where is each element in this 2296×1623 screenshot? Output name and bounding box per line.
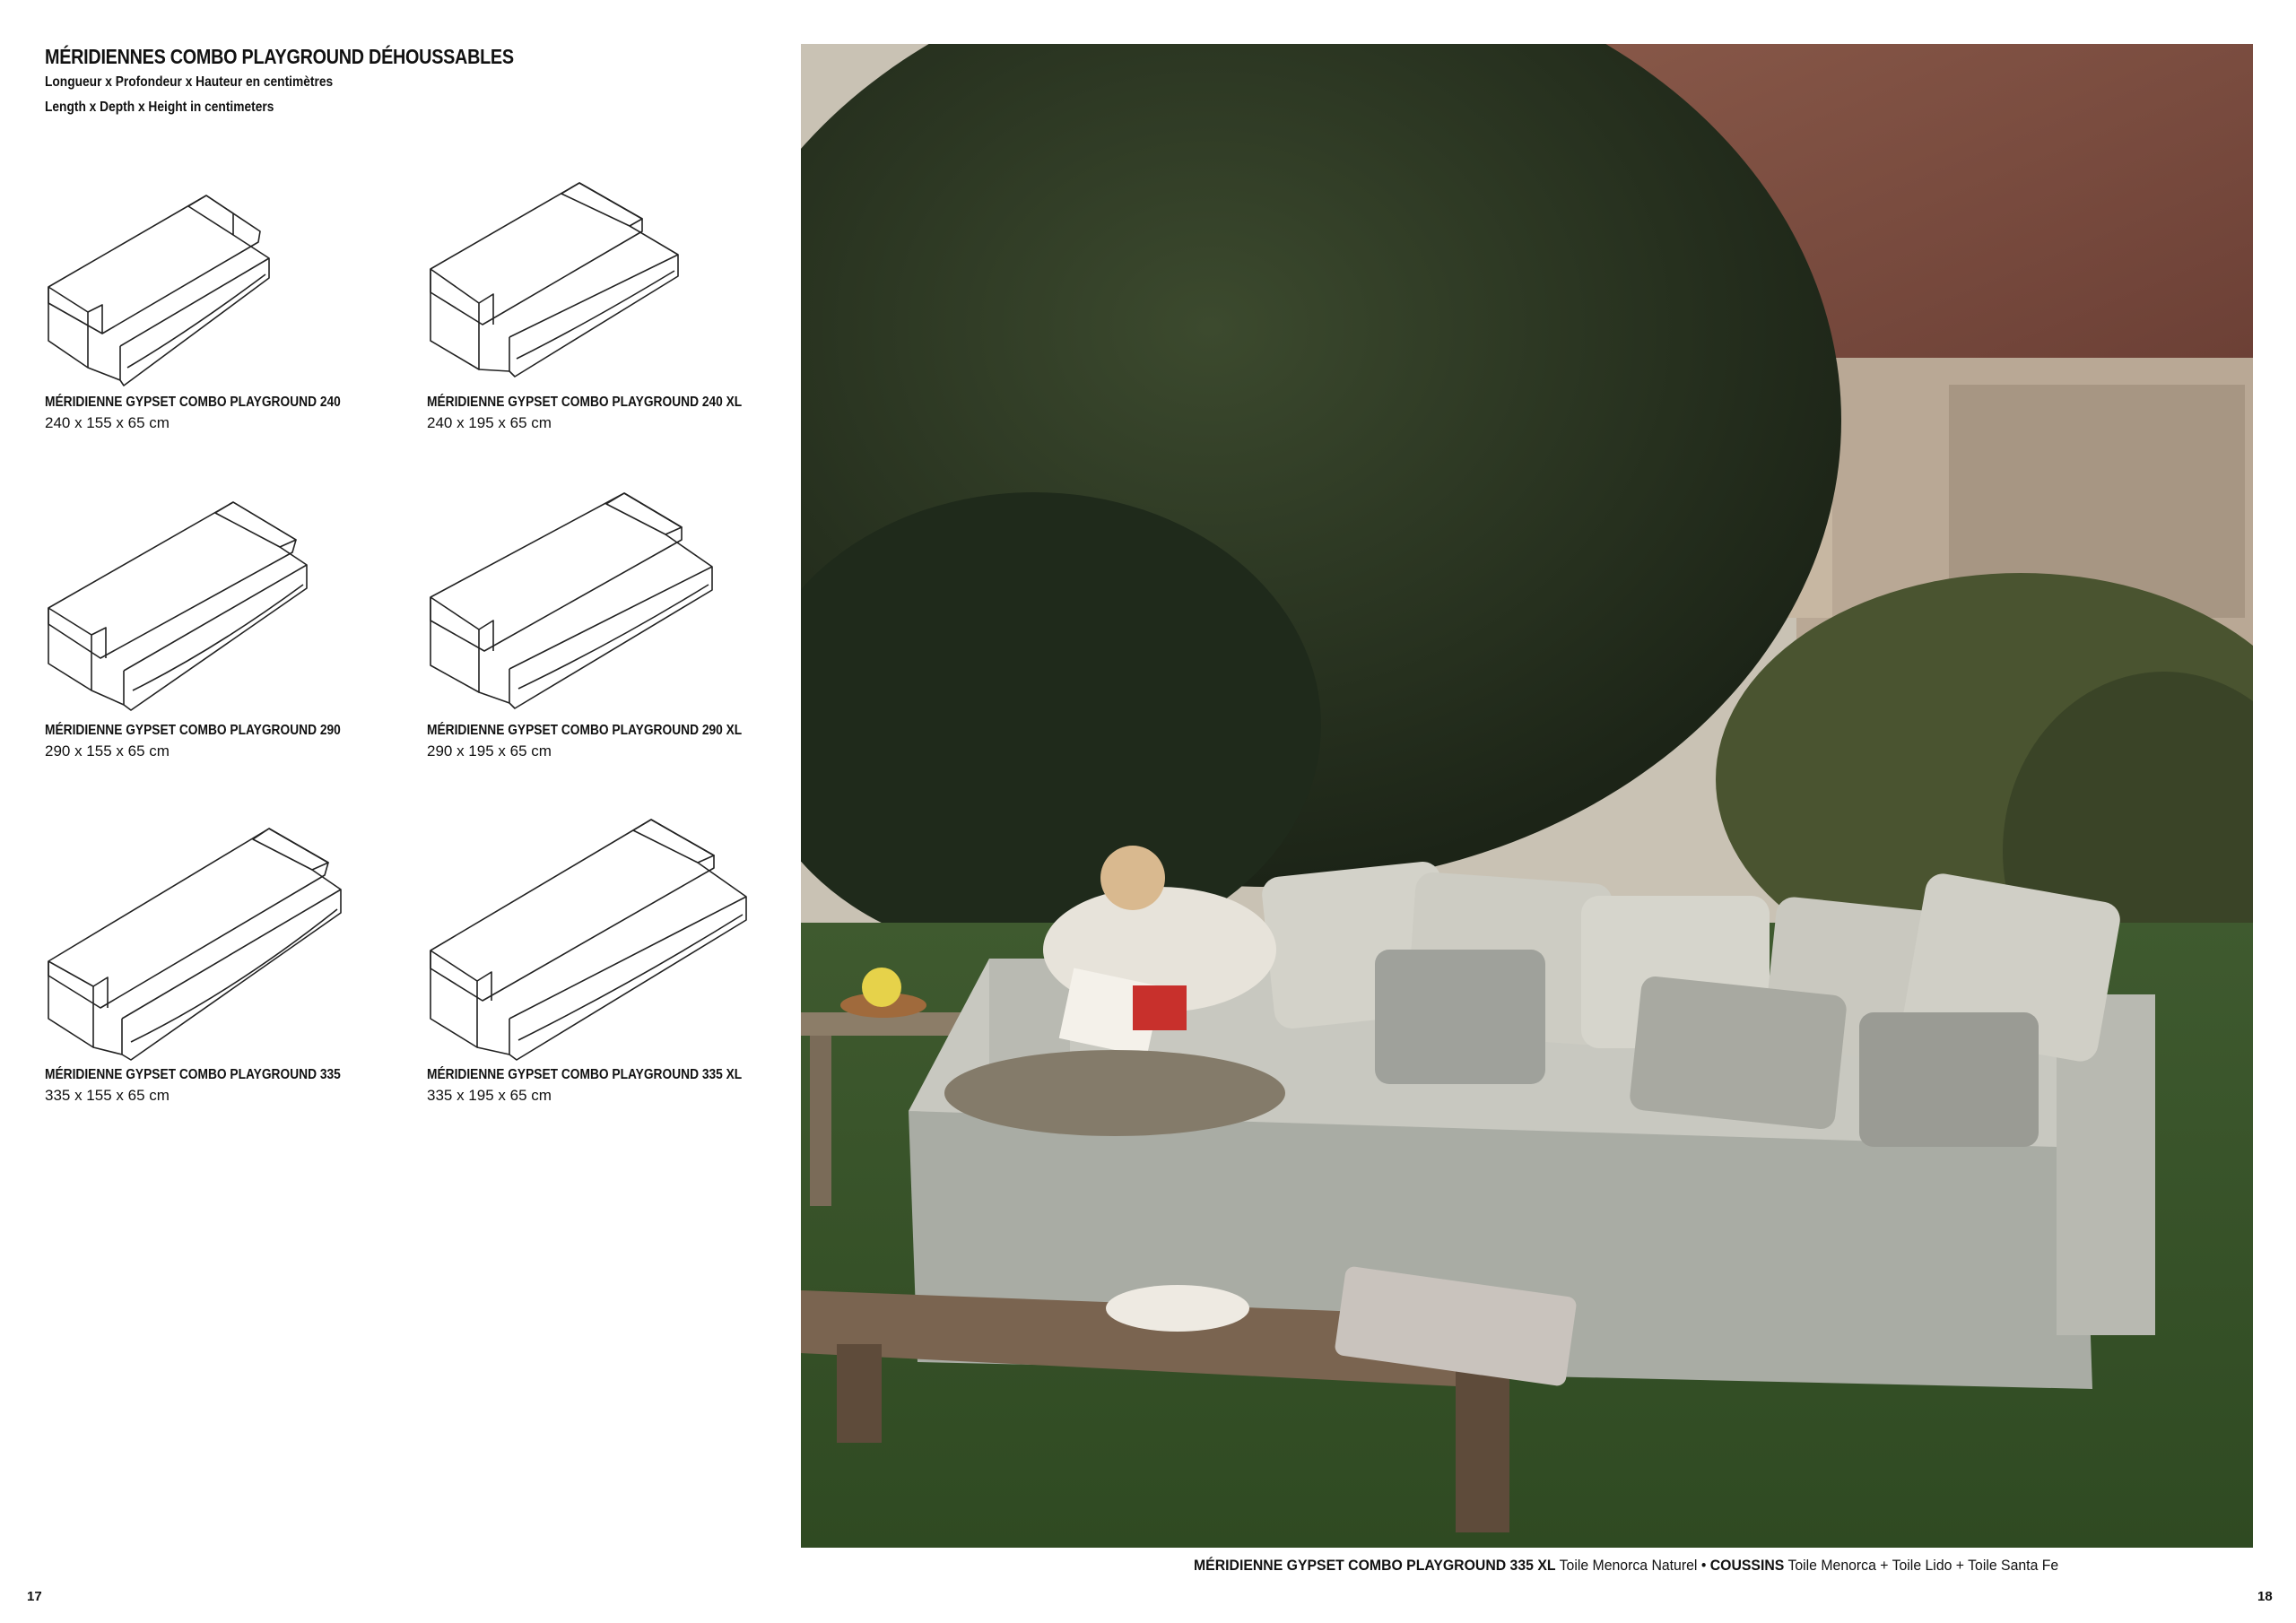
page-number-left: 17 xyxy=(27,1589,42,1604)
caption-bullet: • xyxy=(1700,1557,1707,1574)
page-number-right: 18 xyxy=(2257,1589,2273,1604)
product-dimensions: 240 x 155 x 65 cm xyxy=(45,414,170,431)
product-name: MÉRIDIENNE GYPSET COMBO PLAYGROUND 335 X… xyxy=(427,1067,743,1082)
product-dimensions: 335 x 195 x 65 cm xyxy=(427,1087,552,1104)
caption-cushions-label: COUSSINS xyxy=(1709,1557,1785,1574)
sofa-line-drawing xyxy=(48,195,270,386)
catalog-heading: MÉRIDIENNES COMBO PLAYGROUND DÉHOUSSABLE… xyxy=(45,45,590,116)
caption-fabric: Toile Menorca Naturel xyxy=(1559,1557,1698,1574)
product-card: MÉRIDIENNE GYPSET COMBO PLAYGROUND 290 X… xyxy=(427,490,804,760)
sofa-line-drawing xyxy=(48,501,308,711)
caption-cushions-fabric: Toile Menorca + Toile Lido + Toile Santa… xyxy=(1787,1557,2059,1574)
product-dimensions: 290 x 155 x 65 cm xyxy=(45,742,170,759)
wooden-bench xyxy=(801,1290,1509,1389)
product-name: MÉRIDIENNE GYPSET COMBO PLAYGROUND 335 xyxy=(45,1067,341,1082)
sofa-line-drawing xyxy=(430,819,747,1061)
product-name: MÉRIDIENNE GYPSET COMBO PLAYGROUND 290 xyxy=(45,723,341,738)
lifestyle-photo xyxy=(801,44,2253,1548)
product-card: MÉRIDIENNE GYPSET COMBO PLAYGROUND 290 2… xyxy=(45,499,422,760)
product-card: MÉRIDIENNE GYPSET COMBO PLAYGROUND 335 X… xyxy=(427,816,804,1105)
photo-caption: MÉRIDIENNE GYPSET COMBO PLAYGROUND 335 X… xyxy=(1194,1557,2058,1575)
product-card: MÉRIDIENNE GYPSET COMBO PLAYGROUND 335 3… xyxy=(45,825,422,1105)
product-dimensions: 335 x 155 x 65 cm xyxy=(45,1087,170,1104)
product-card: MÉRIDIENNE GYPSET COMBO PLAYGROUND 240 2… xyxy=(45,188,422,432)
product-dimensions: 240 x 195 x 65 cm xyxy=(427,414,552,431)
garden-daybed-scene xyxy=(801,44,2253,1548)
sheepskin-throw xyxy=(944,1050,1285,1136)
sofa-line-drawing xyxy=(48,828,342,1061)
product-card: MÉRIDIENNE GYPSET COMBO PLAYGROUND 240 X… xyxy=(427,179,804,432)
bowl xyxy=(1106,1285,1249,1332)
dimensions-note-fr: Longueur x Profondeur x Hauteur en centi… xyxy=(45,74,334,90)
folded-blanket xyxy=(1335,1266,1577,1386)
page-title: MÉRIDIENNES COMBO PLAYGROUND DÉHOUSSABLE… xyxy=(45,45,514,68)
product-dimensions: 290 x 195 x 65 cm xyxy=(427,742,552,759)
product-name: MÉRIDIENNE GYPSET COMBO PLAYGROUND 240 xyxy=(45,395,341,410)
left-page: MÉRIDIENNES COMBO PLAYGROUND DÉHOUSSABLE… xyxy=(0,0,803,1623)
sofa-line-drawing xyxy=(430,492,713,709)
caption-product: MÉRIDIENNE GYPSET COMBO PLAYGROUND 335 X… xyxy=(1194,1557,1556,1574)
product-name: MÉRIDIENNE GYPSET COMBO PLAYGROUND 240 X… xyxy=(427,395,743,410)
product-name: MÉRIDIENNE GYPSET COMBO PLAYGROUND 290 X… xyxy=(427,723,743,738)
dimensions-note-en: Length x Depth x Height in centimeters xyxy=(45,100,274,115)
sofa-line-drawing xyxy=(430,182,679,378)
